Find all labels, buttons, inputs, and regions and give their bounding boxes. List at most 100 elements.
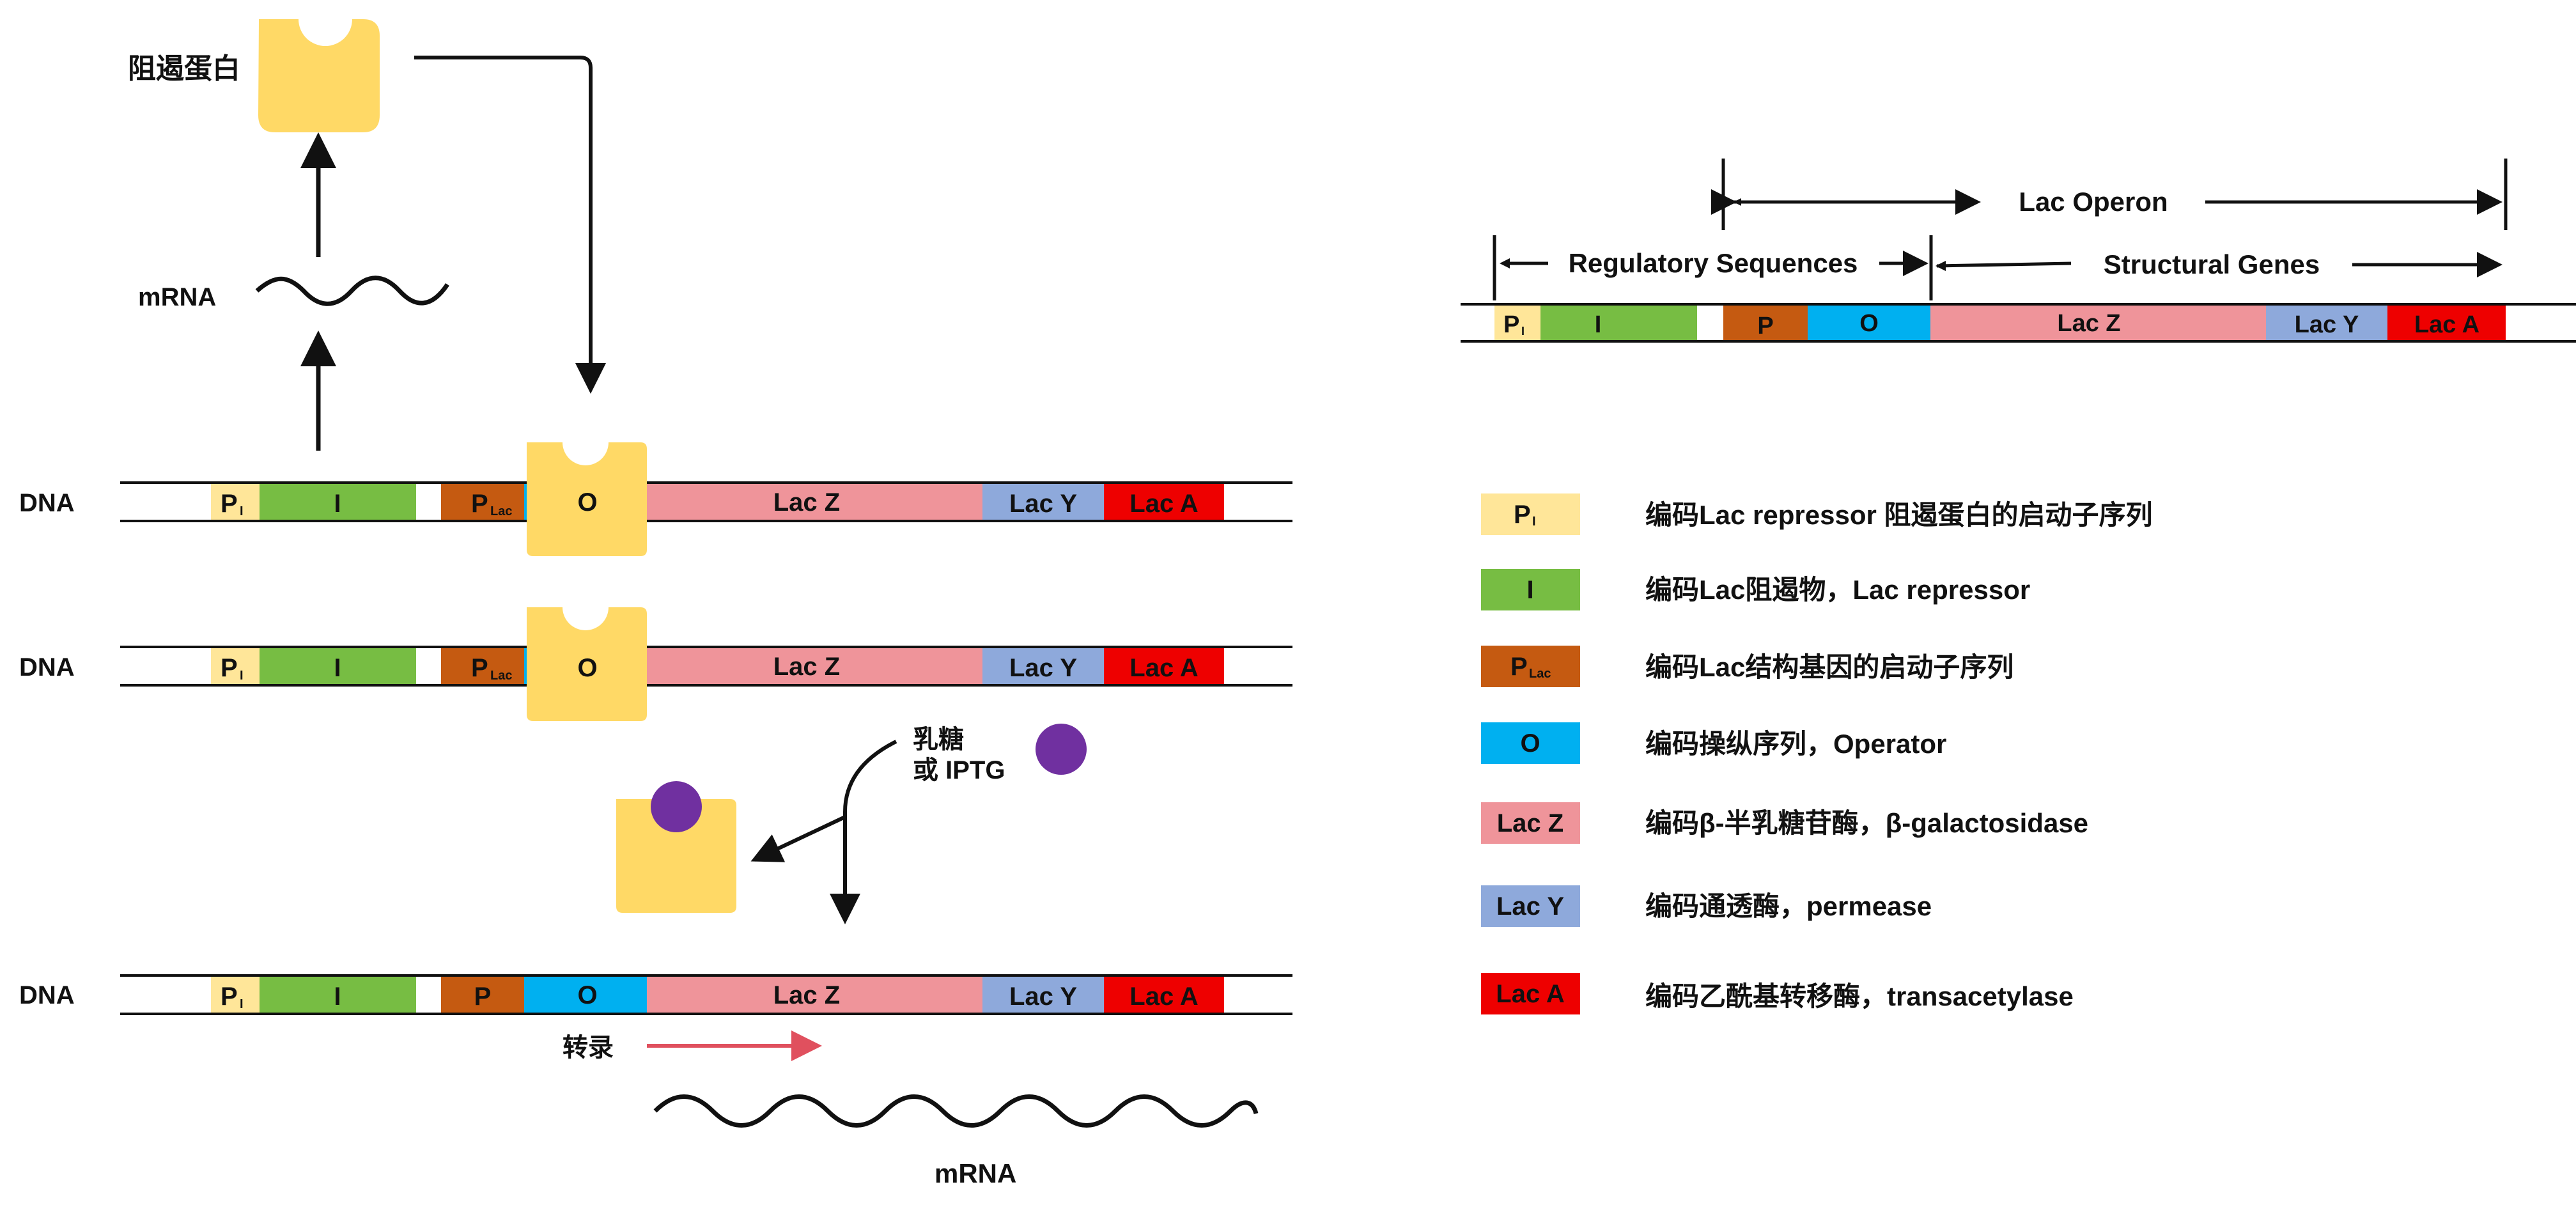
map-operator-label: O [1859,310,1879,337]
promoter-lac-block [441,484,524,520]
structural-span-left [1936,261,2072,268]
dna-label-1: DNA [19,489,75,517]
lac-a-block [1104,484,1224,520]
lac-z-label: Lac Z [773,488,840,517]
gene-i-block [260,484,416,520]
legend-swatch-label: P [1510,653,1528,681]
promoter-i-subscript: I [240,669,244,683]
lac-z-block [647,977,982,1013]
promoter-i-subscript: I [240,504,244,518]
promoter-lac-label: P [471,490,488,518]
lac-a-label: Lac A [1129,490,1198,518]
structural-label: Structural Genes [2104,249,2320,279]
repressor-protein-top [258,19,380,132]
map-lac-y [2266,306,2387,340]
legend-swatch-subscript: I [1532,515,1536,529]
gene-i-block [260,977,416,1013]
promoter-i-block [211,977,260,1013]
dna-label-2: DNA [19,653,75,681]
lac-y-block [982,977,1104,1013]
legend-swatch-label: P [1514,501,1531,529]
legend-swatch [1481,885,1580,927]
repressor-bound-2 [527,607,647,721]
map-gene-i [1540,306,1697,340]
arrow-repressor-to-operator [414,56,606,394]
lac-y-block [982,484,1104,520]
lac-z-label: Lac Z [773,653,840,681]
legend-swatch [1481,722,1580,764]
map-promoter-i-label: P [1503,311,1519,338]
dna-row-3: DNA P I I P O Lac Z Lac Y Lac A [19,974,1292,1015]
legend-text: 编码乙酰基转移酶，transacetylase [1645,981,2074,1011]
legend-swatch-label: Lac Z [1497,809,1563,837]
map-promoter-i-subscript: I [1521,325,1525,338]
legend-swatch-label: I [1526,576,1533,604]
map-promoter-i [1494,306,1540,340]
legend-item-promoter-lac: P Lac 编码Lac结构基因的启动子序列 [1481,646,2013,687]
legend-text: 编码通透酶，permease [1645,891,1932,921]
legend-item-promoter-i: P I 编码Lac repressor 阻遏蛋白的启动子序列 [1481,493,2153,535]
legend-swatch [1481,646,1580,687]
operator-block [524,977,647,1013]
map-lac-a [2387,306,2506,340]
lac-a-block [1104,648,1224,684]
legend-text: 编码Lac结构基因的启动子序列 [1645,652,2013,682]
lac-z-block [647,648,982,684]
map-operator [1808,306,1930,340]
lac-y-label: Lac Y [1009,654,1077,682]
repressor-bound-1 [527,442,647,556]
promoter-i-block [211,648,260,684]
legend-swatch [1481,493,1580,535]
legend-swatch [1481,569,1580,610]
legend-item-gene-i: I 编码Lac阻遏物，Lac repressor [1481,569,2030,610]
arrow-inducer-to-dna [830,740,897,924]
legend-swatch-label: O [1520,729,1540,758]
legend-item-lac-y: Lac Y 编码通透酶，permease [1481,885,1932,927]
legend-swatch [1481,973,1580,1014]
operator-label: O [577,654,597,682]
transcription-label: 转录 [563,1034,614,1062]
legend-text: 编码操纵序列，Operator [1645,729,1946,759]
promoter-i-label: P [221,654,238,682]
lac-z-label: Lac Z [773,981,840,1009]
lac-y-block [982,648,1104,684]
legend-swatch-label: Lac A [1496,980,1564,1008]
regulatory-label: Regulatory Sequences [1569,248,1858,278]
promoter-i-label: P [221,983,238,1011]
legend-swatch [1481,802,1580,844]
map-lac-a-label: Lac A [2414,311,2479,338]
promoter-i-label: P [221,490,238,518]
arrow-inducer-to-repressor [750,815,846,862]
map-promoter-lac [1723,306,1808,340]
legend-text: 编码Lac repressor 阻遏蛋白的启动子序列 [1645,500,2153,530]
lactose-molecule [1036,724,1087,775]
lac-z-block [647,484,982,520]
promoter-label: P [474,983,492,1011]
lactose-label-line1: 乳糖 [913,726,964,754]
promoter-i-block [211,484,260,520]
operator-label: O [577,488,597,517]
lac-a-label: Lac A [1129,654,1198,682]
gene-i-block [260,648,416,684]
gene-i-label: I [334,490,341,518]
mrna-strand-bottom [653,1094,1259,1128]
operon-map: Lac Operon Regulatory Sequences Structur… [1461,159,2576,343]
lactose-label-line2: 或 IPTG [913,756,1005,784]
legend-item-lac-a: Lac A 编码乙酰基转移酶，transacetylase [1481,973,2074,1014]
promoter-i-subscript: I [240,997,244,1011]
legend-item-lac-z: Lac Z 编码β-半乳糖苷酶，β-galactosidase [1481,802,2088,844]
lac-y-label: Lac Y [1009,983,1077,1011]
dna-row-1: DNA P I I P Lac Lac Z Lac Y Lac A O [19,442,1292,556]
promoter-lac-subscript: Lac [490,504,512,518]
promoter-lac-label: P [471,654,488,682]
repressor-inactive [616,799,736,913]
map-lac-y-label: Lac Y [2295,311,2359,338]
repressor-label: 阻遏蛋白 [128,53,240,84]
map-lac-z [1930,306,2266,340]
legend: P I 编码Lac repressor 阻遏蛋白的启动子序列 I 编码Lac阻遏… [1481,493,2153,1014]
legend-item-operator: O 编码操纵序列，Operator [1481,722,1946,764]
lac-a-block [1104,977,1224,1013]
dna-label-3: DNA [19,981,75,1009]
